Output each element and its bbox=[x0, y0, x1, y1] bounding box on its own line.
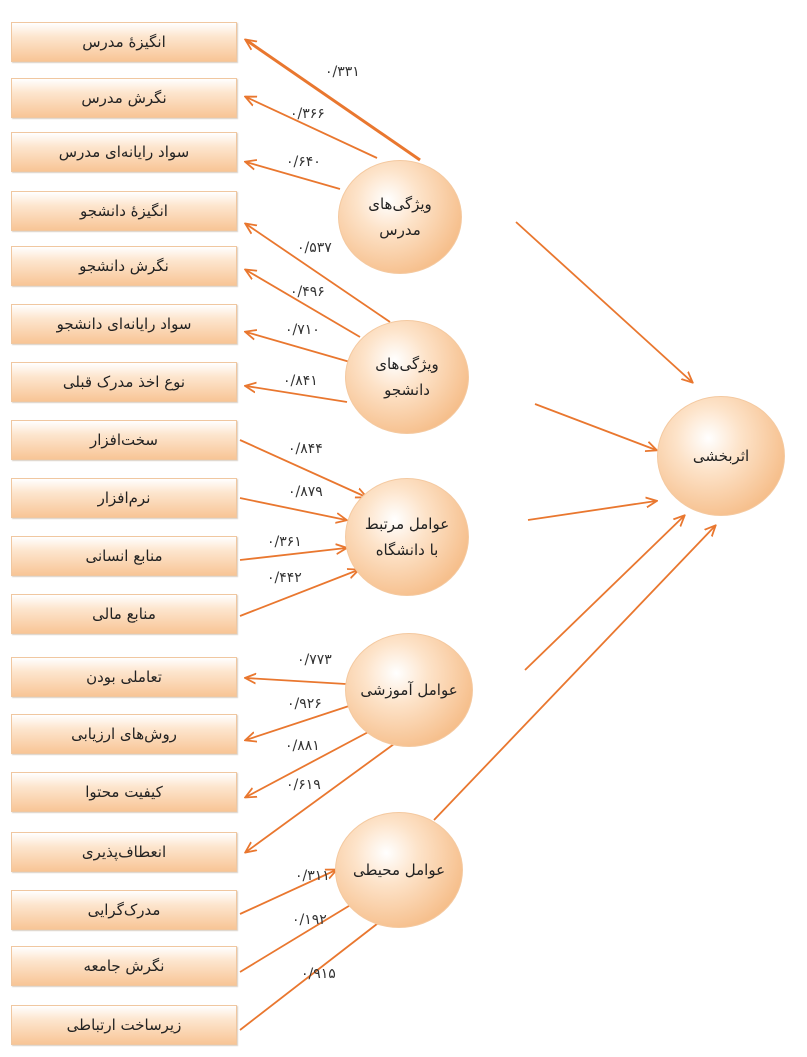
coef-label: ۰/۳۶۶ bbox=[290, 106, 325, 122]
coef-label: ۰/۴۴۲ bbox=[267, 570, 302, 586]
indicator-box: منابع مالی bbox=[11, 594, 237, 634]
indicator-box: نگرش دانشجو bbox=[11, 246, 237, 286]
path-arrow bbox=[239, 870, 336, 915]
coef-label: ۰/۹۱۵ bbox=[301, 966, 336, 982]
coef-label: ۰/۸۴۱ bbox=[283, 373, 318, 389]
path-arrow bbox=[239, 898, 362, 973]
path-arrow bbox=[239, 910, 395, 1031]
indicator-box: سخت‌افزار bbox=[11, 420, 237, 460]
coef-label: ۰/۷۱۰ bbox=[285, 322, 320, 338]
coef-label: ۰/۳۳۱ bbox=[325, 64, 360, 80]
indicator-box: سواد رایانه‌ای مدرس bbox=[11, 132, 237, 172]
factor-label: عوامل مرتبط bbox=[364, 515, 450, 533]
path-arrow bbox=[246, 743, 395, 852]
coef-label: ۰/۵۳۷ bbox=[297, 240, 332, 256]
indicator-box: روش‌های ارزیابی bbox=[11, 714, 237, 754]
coef-label: ۰/۷۷۳ bbox=[297, 652, 332, 668]
path-arrow bbox=[246, 678, 347, 685]
indicator-box: کیفیت محتوا bbox=[11, 772, 237, 812]
coef-label: ۰/۸۴۴ bbox=[288, 441, 323, 457]
factor-label: ویژگی‌های bbox=[375, 355, 439, 373]
coef-label: ۰/۸۸۱ bbox=[285, 738, 320, 754]
path-arrow bbox=[433, 526, 715, 821]
coef-label: ۰/۳۶۱ bbox=[267, 534, 302, 550]
coef-label: ۰/۹۲۶ bbox=[287, 696, 322, 712]
path-arrow bbox=[246, 704, 353, 740]
path-arrow bbox=[246, 40, 421, 162]
indicator-box: نگرش مدرس bbox=[11, 78, 237, 118]
indicator-box: منابع انسانی bbox=[11, 536, 237, 576]
path-arrow bbox=[246, 162, 341, 190]
path-arrow bbox=[239, 497, 346, 520]
factor-label: دانشجو bbox=[384, 381, 430, 399]
path-arrow bbox=[246, 224, 391, 323]
outcome-label: اثربخشی bbox=[692, 447, 750, 465]
path-arrow bbox=[534, 403, 656, 450]
coef-label: ۰/۱۹۲ bbox=[292, 912, 327, 928]
path-arrow bbox=[239, 570, 358, 617]
factor-label: مدرس bbox=[379, 221, 421, 239]
indicator-box: تعاملی بودن bbox=[11, 657, 237, 697]
indicator-box: انعطاف‌پذیری bbox=[11, 832, 237, 872]
coef-label: ۰/۶۴۰ bbox=[286, 154, 321, 170]
path-arrow bbox=[246, 97, 378, 159]
factor-label: عوامل محیطی bbox=[352, 861, 446, 879]
coef-label: ۰/۳۱۱ bbox=[295, 868, 330, 884]
path-arrow bbox=[239, 548, 346, 561]
path-arrow bbox=[246, 270, 361, 338]
factor-student-traits: ویژگی‌های دانشجو bbox=[345, 320, 469, 434]
factor-label: با دانشگاه bbox=[375, 541, 439, 559]
path-arrow bbox=[515, 221, 692, 382]
indicator-box: انگیزهٔ مدرس bbox=[11, 22, 237, 62]
indicator-box: مدرک‌گرایی bbox=[11, 890, 237, 930]
coef-label: ۰/۴۹۶ bbox=[290, 284, 325, 300]
coef-label: ۰/۶۱۹ bbox=[286, 777, 321, 793]
coef-label: ۰/۸۷۹ bbox=[288, 484, 323, 500]
path-arrow bbox=[246, 332, 351, 363]
indicator-box: نگرش جامعه bbox=[11, 946, 237, 986]
path-arrow bbox=[524, 516, 684, 671]
arrow-group bbox=[239, 40, 715, 1031]
factor-educational: عوامل آموزشی bbox=[345, 633, 473, 747]
outcome-effectiveness: اثربخشی bbox=[657, 396, 785, 516]
path-arrow bbox=[246, 729, 373, 797]
indicator-box: نوع اخذ مدرک قبلی bbox=[11, 362, 237, 402]
factor-teacher-traits: ویژگی‌های مدرس bbox=[338, 160, 462, 274]
indicator-box: سواد رایانه‌ای دانشجو bbox=[11, 304, 237, 344]
factor-label: ویژگی‌های bbox=[368, 195, 432, 213]
path-arrow bbox=[239, 439, 366, 497]
indicator-box: انگیزهٔ دانشجو bbox=[11, 191, 237, 231]
path-arrow bbox=[527, 501, 656, 521]
indicator-box: زیرساخت ارتباطی bbox=[11, 1005, 237, 1045]
factor-label: عوامل آموزشی bbox=[360, 681, 458, 699]
indicator-box: نرم‌افزار bbox=[11, 478, 237, 518]
factor-environmental: عوامل محیطی bbox=[335, 812, 463, 928]
path-arrow bbox=[246, 386, 348, 403]
factor-university: عوامل مرتبط با دانشگاه bbox=[345, 478, 469, 596]
